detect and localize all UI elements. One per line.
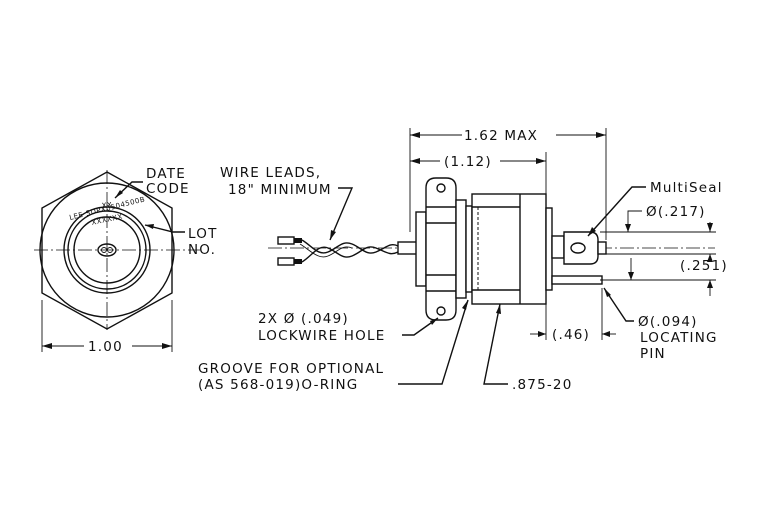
thread-arrowhead <box>496 304 501 314</box>
inner-face-ring <box>67 210 147 290</box>
dia-217-leader <box>627 210 642 232</box>
date-code-arrowhead <box>115 190 123 198</box>
locating-label-line1: LOCATING <box>640 330 718 346</box>
max-arrow-left <box>410 132 420 138</box>
lockwire-label-line1: 2X Ø (.049) <box>258 311 349 327</box>
dia-094-label: Ø(.094) <box>638 314 698 330</box>
hex-nut-side <box>425 177 457 321</box>
dim-46-arrow-right <box>602 331 610 337</box>
width-dimension-label: 1.00 <box>88 339 123 355</box>
wire-leads-leader <box>329 187 354 241</box>
locating-pin-leader <box>603 287 634 322</box>
wire-lead-lower <box>301 246 399 263</box>
center-pin-dot-left <box>101 247 107 253</box>
locating-label-line2: PIN <box>640 346 666 362</box>
thread-label: .875-20 <box>512 377 573 393</box>
dim-251-arrow-right <box>707 280 713 288</box>
lot-no-arrowhead <box>145 224 154 229</box>
body-arrow-left <box>410 158 420 164</box>
lockwire-label-line2: LOCKWIRE HOLE <box>258 328 385 344</box>
lot-no-leader <box>144 224 185 233</box>
wire-insulation-lower <box>294 259 302 264</box>
multiseal-base <box>551 235 565 259</box>
lockwire-arrowhead <box>430 318 438 325</box>
body-arrow-right <box>536 158 546 164</box>
dim-251-label: (.251) <box>680 258 728 274</box>
width-arrow-left <box>42 343 52 349</box>
multiseal-label: MultiSeal <box>650 180 723 196</box>
dim-46-arrow-left <box>538 331 546 337</box>
rear-flange <box>415 211 427 287</box>
front-face <box>545 207 553 291</box>
o-ring-groove-collar <box>455 199 467 299</box>
locating-pin-arrowhead <box>604 288 611 297</box>
threaded-body <box>471 193 547 305</box>
multiseal-tip <box>597 241 607 255</box>
dim-46-label: (.46) <box>552 327 590 343</box>
locating-pin <box>551 275 603 285</box>
wire-leads-label-line2: 18" MINIMUM <box>228 182 332 198</box>
wire-lead-upper <box>301 239 399 254</box>
multiseal-hole <box>570 242 586 254</box>
outer-face-ring <box>63 206 151 294</box>
groove-arrowhead <box>462 300 468 310</box>
hex-outline <box>41 171 173 330</box>
bore-circle <box>73 216 141 284</box>
thread-leader <box>483 303 508 385</box>
date-code-label-line1: DATE <box>146 166 186 182</box>
wire-leads-label-line1: WIRE LEADS, <box>220 165 321 181</box>
multiseal-arrowhead <box>588 227 596 236</box>
wire-insulation-upper <box>294 238 302 243</box>
side-view: 1.62 MAX (1.12) WIRE LEADS, 18" MINIMUM … <box>198 128 728 393</box>
dia-217-arrow-bottom <box>707 254 713 262</box>
groove-label-line1: GROOVE FOR OPTIONAL <box>198 361 384 377</box>
lockwire-leader <box>402 317 439 336</box>
center-pin-dot-right <box>107 247 113 253</box>
lot-no-label-line2: NO. <box>188 242 216 258</box>
dia-217-arrow-top <box>707 223 713 232</box>
hex-chamfer-circle <box>39 182 175 318</box>
center-pin-ellipse <box>97 243 117 257</box>
date-code-label-line2: CODE <box>146 181 190 197</box>
lot-no-label-line1: LOT <box>188 226 218 242</box>
lockwire-hole-top <box>436 183 446 193</box>
max-length-label: 1.62 MAX <box>464 128 538 144</box>
groove-label-line2: (AS 568-019)O-RING <box>198 377 358 393</box>
dim-251-arrow <box>628 272 634 280</box>
groove-leader <box>398 299 469 385</box>
wire-lead-upper-shadow <box>299 243 353 258</box>
wire-tip-upper <box>277 236 295 245</box>
max-arrow-right <box>596 132 606 138</box>
o-ring-groove <box>465 205 473 293</box>
wire-tip-lower <box>277 257 295 266</box>
face-marking-xx: XX <box>101 201 112 210</box>
wire-leads-arrowhead <box>330 230 336 240</box>
width-arrow-right <box>162 343 172 349</box>
wire-exit-tube <box>397 241 419 255</box>
lockwire-hole-bottom <box>436 306 446 316</box>
body-length-label: (1.12) <box>444 154 492 170</box>
multiseal-body <box>563 231 599 265</box>
multiseal-leader <box>587 186 646 237</box>
dia-217-label: Ø(.217) <box>646 204 706 220</box>
dia-217-leader-arrow <box>625 224 631 232</box>
end-view: XX LEE SDPX0504500B XXXXXX DATE CODE LOT… <box>34 166 218 355</box>
